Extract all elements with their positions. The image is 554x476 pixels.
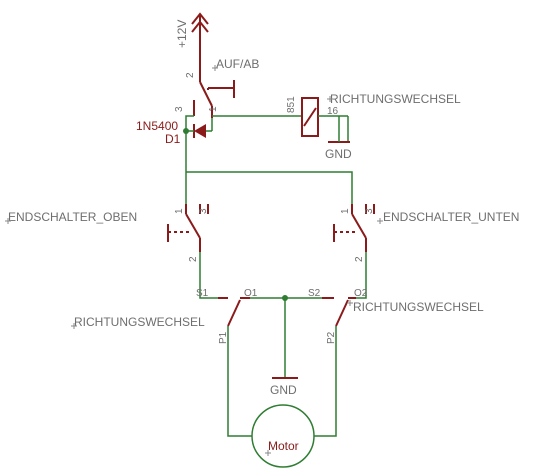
relay-left-p: P1 bbox=[218, 331, 229, 344]
gnd-bottom-label: GND bbox=[270, 383, 297, 397]
relay-coil-pin-b: 16 bbox=[327, 106, 339, 117]
gnd-top-label: GND bbox=[325, 147, 352, 161]
relay-contact-left bbox=[218, 297, 250, 327]
endschalter-oben-pin-2: 2 bbox=[188, 256, 199, 262]
relay-right-name: RICHTUNGSWECHSEL bbox=[353, 300, 484, 314]
endschalter-oben bbox=[167, 204, 209, 252]
motor-symbol bbox=[251, 404, 315, 468]
endschalter-unten-pin-3: 3 bbox=[364, 208, 375, 214]
relay-right-s: S2 bbox=[308, 288, 321, 299]
endschalter-unten-pin-2: 2 bbox=[354, 256, 365, 262]
diode-name-label: D1 bbox=[165, 132, 181, 146]
endschalter-unten bbox=[333, 204, 375, 252]
endschalter-unten-pin-1: 1 bbox=[340, 208, 351, 214]
endschalter-oben-pin-3: 3 bbox=[198, 208, 209, 214]
relay-left-s: S1 bbox=[196, 288, 209, 299]
diode-d1 bbox=[193, 124, 212, 138]
relay-left-name: RICHTUNGSWECHSEL bbox=[74, 315, 205, 329]
switch-auf-ab-pin-right: 1 bbox=[208, 106, 219, 112]
relay-coil-pin-a: 851 bbox=[286, 96, 297, 113]
supply-label: +12V bbox=[175, 20, 189, 48]
supply-12v-symbol bbox=[191, 12, 209, 60]
switch-auf-ab-pin-top: 2 bbox=[185, 72, 196, 78]
switch-auf-ab bbox=[193, 60, 235, 118]
relay-contact-right bbox=[322, 297, 356, 327]
relay-right-o: O2 bbox=[354, 288, 368, 299]
relay-right-p: P2 bbox=[326, 331, 337, 344]
switch-auf-ab-name: AUF/AB bbox=[216, 57, 259, 71]
endschalter-oben-pin-1: 1 bbox=[174, 208, 185, 214]
diode-part-label: 1N5400 bbox=[136, 119, 178, 133]
endschalter-oben-label: ENDSCHALTER_OBEN bbox=[8, 210, 137, 224]
motor-label: Motor bbox=[268, 439, 299, 453]
relay-coil-name: RICHTUNGSWECHSEL bbox=[330, 92, 461, 106]
endschalter-unten-label: ENDSCHALTER_UNTEN bbox=[383, 210, 519, 224]
relay-coil bbox=[301, 97, 349, 142]
relay-left-o: O1 bbox=[244, 288, 258, 299]
switch-auf-ab-pin-left: 3 bbox=[174, 106, 185, 112]
